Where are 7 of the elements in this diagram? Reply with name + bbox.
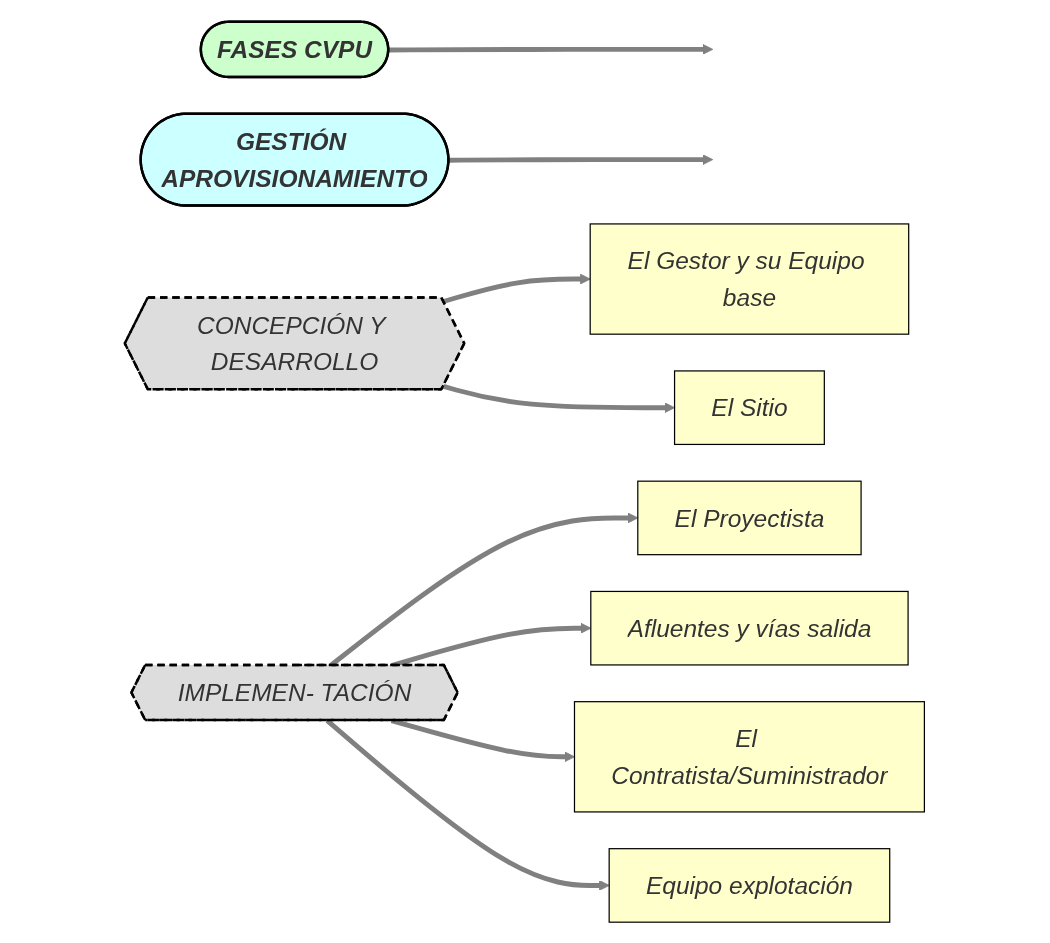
arrow xyxy=(449,153,714,165)
node-box: El Proyectista xyxy=(637,480,863,555)
node-box: El Contratista/Suministrador xyxy=(574,700,926,813)
node-box: El Gestor y su Equipo base xyxy=(589,222,910,335)
node-box: Equipo explotación xyxy=(608,847,891,923)
arrow xyxy=(389,43,714,55)
node-box: El Sitio xyxy=(674,369,826,445)
